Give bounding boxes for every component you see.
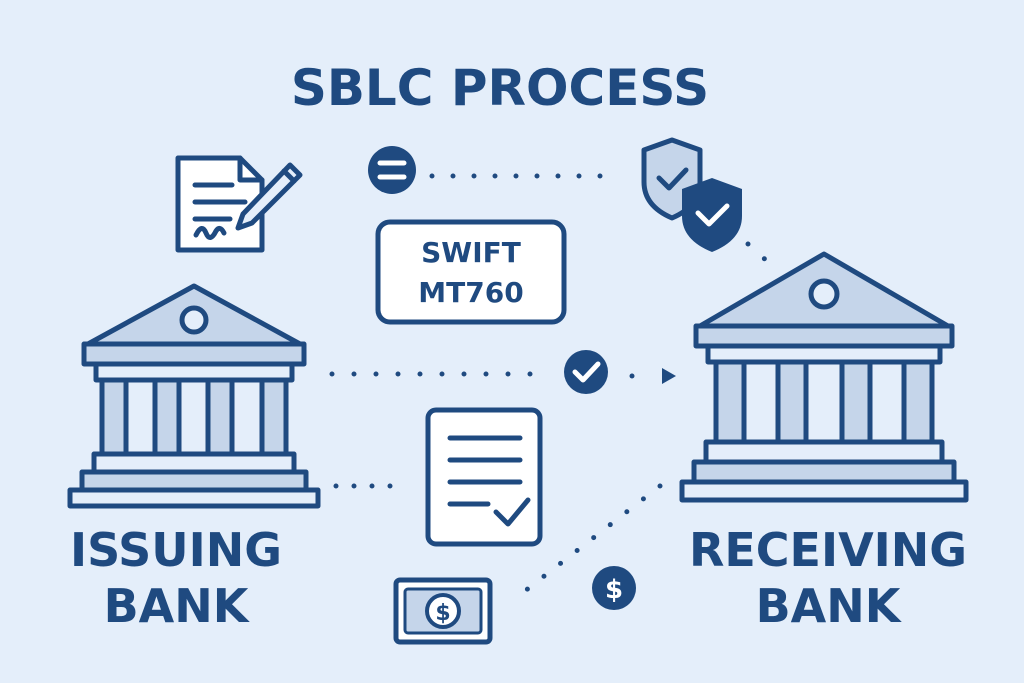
banknote-icon: $	[393, 577, 493, 645]
signed-document-icon	[175, 155, 303, 253]
receiving-bank-label-line1: RECEIVING	[689, 523, 967, 577]
issuing-bank-label-line2: BANK	[104, 579, 251, 633]
swift-line1: SWIFT	[421, 236, 521, 269]
arrowhead-icon	[662, 368, 676, 384]
equals-icon	[368, 146, 416, 194]
svg-text:$: $	[435, 601, 450, 626]
issuing-bank-icon	[67, 283, 321, 509]
shield-check-icon	[641, 137, 742, 252]
receiving-bank-label-line2: BANK	[756, 579, 903, 633]
swift-line2: MT760	[418, 276, 523, 309]
swift-message-box: SWIFT MT760	[375, 219, 567, 325]
connector-shield-bank	[745, 241, 771, 265]
issuing-bank-label-line1: ISSUING	[70, 523, 282, 577]
approved-document-icon	[425, 407, 543, 547]
check-circle-icon	[564, 350, 608, 394]
receiving-bank-icon	[679, 251, 969, 503]
diagram-title: SBLC PROCESS	[291, 59, 709, 117]
dollar-circle-icon: $	[592, 566, 636, 610]
svg-text:$: $	[605, 575, 623, 605]
